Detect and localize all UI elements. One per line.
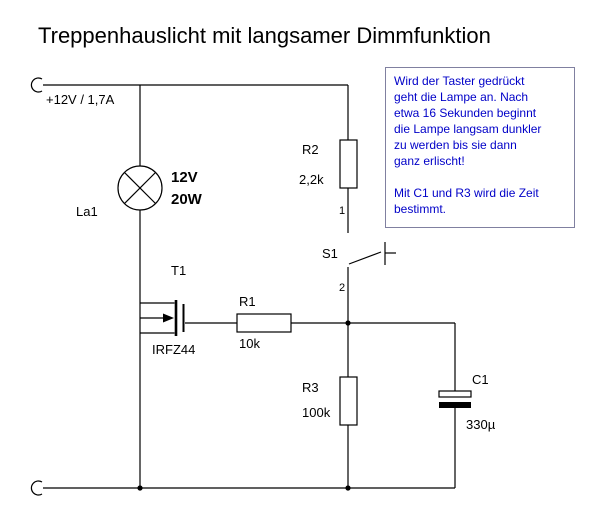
- page-title: Treppenhauslicht mit langsamer Dimmfunkt…: [38, 23, 491, 48]
- note-text: Wird der Taster gedrückt geht die Lampe …: [394, 74, 542, 216]
- r1-ref-label: R1: [239, 294, 256, 309]
- switch-lever: [348, 251, 382, 265]
- junction-dot: [137, 485, 143, 491]
- resistor-r1-symbol: [236, 313, 292, 333]
- capacitor-plate-positive: [438, 390, 472, 398]
- switch-ref-label: S1: [322, 246, 338, 261]
- supply-label: +12V / 1,7A: [46, 92, 115, 107]
- r2-value-label: 2,2k: [299, 172, 324, 187]
- junction-dot: [345, 320, 351, 326]
- capacitor-plate-negative: [439, 402, 471, 408]
- transistor-part-label: IRFZ44: [152, 342, 196, 357]
- transistor-ref-label: T1: [171, 263, 187, 278]
- resistor-r3-symbol: [339, 376, 358, 426]
- switch-pin1-label: 1: [339, 205, 346, 217]
- supply-connector-icon: [30, 77, 43, 93]
- r2-ref-label: R2: [302, 142, 319, 157]
- r1-value-label: 10k: [239, 336, 260, 351]
- c1-ref-label: C1: [472, 372, 489, 387]
- r3-value-label: 100k: [302, 405, 331, 420]
- mosfet-arrow-icon: [163, 313, 174, 323]
- junction-dot: [345, 485, 351, 491]
- switch-pin2-label: 2: [339, 282, 346, 294]
- lamp-voltage-label: 12V: [171, 169, 198, 186]
- lamp-power-label: 20W: [171, 191, 202, 208]
- r3-ref-label: R3: [302, 380, 319, 395]
- ground-connector-icon: [30, 480, 43, 496]
- note-box: Wird der Taster gedrückt geht die Lampe …: [385, 67, 575, 228]
- lamp-ref-label: La1: [76, 204, 98, 219]
- lamp-cross-line: [124, 172, 156, 204]
- c1-value-label: 330µ: [466, 417, 496, 432]
- resistor-r2-symbol: [339, 139, 358, 189]
